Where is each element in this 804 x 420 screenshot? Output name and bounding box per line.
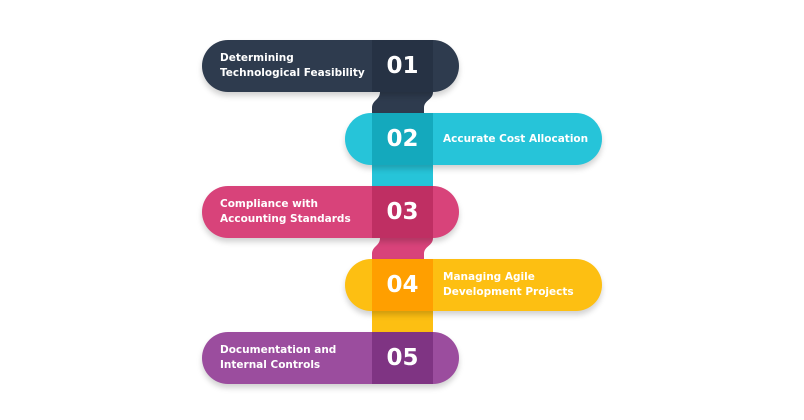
step-02-number: 02	[372, 113, 433, 165]
step-03-label: Compliance with Accounting Standards	[220, 198, 351, 225]
step-01-number: 01	[372, 40, 433, 92]
step-05-label: Documentation and Internal Controls	[220, 344, 337, 371]
step-01-label: Determining Technological Feasibility	[220, 52, 365, 79]
step-02-card: 02 Accurate Cost Allocation	[345, 113, 602, 165]
step-03-card: Compliance with Accounting Standards 03	[202, 186, 459, 238]
connector-04-05	[372, 305, 433, 339]
connector-01-02	[372, 86, 433, 120]
step-04-label: Managing Agile Development Projects	[443, 271, 574, 298]
step-05-card: Documentation and Internal Controls 05	[202, 332, 459, 384]
step-01-card: Determining Technological Feasibility 01	[202, 40, 459, 92]
step-03-number: 03	[372, 186, 433, 238]
step-04-card: 04 Managing Agile Development Projects	[345, 259, 602, 311]
step-02-label: Accurate Cost Allocation	[443, 132, 589, 145]
step-04-number: 04	[372, 259, 433, 311]
step-05-number: 05	[372, 332, 433, 384]
connector-03-04	[372, 232, 433, 266]
connector-02-03	[372, 159, 433, 193]
